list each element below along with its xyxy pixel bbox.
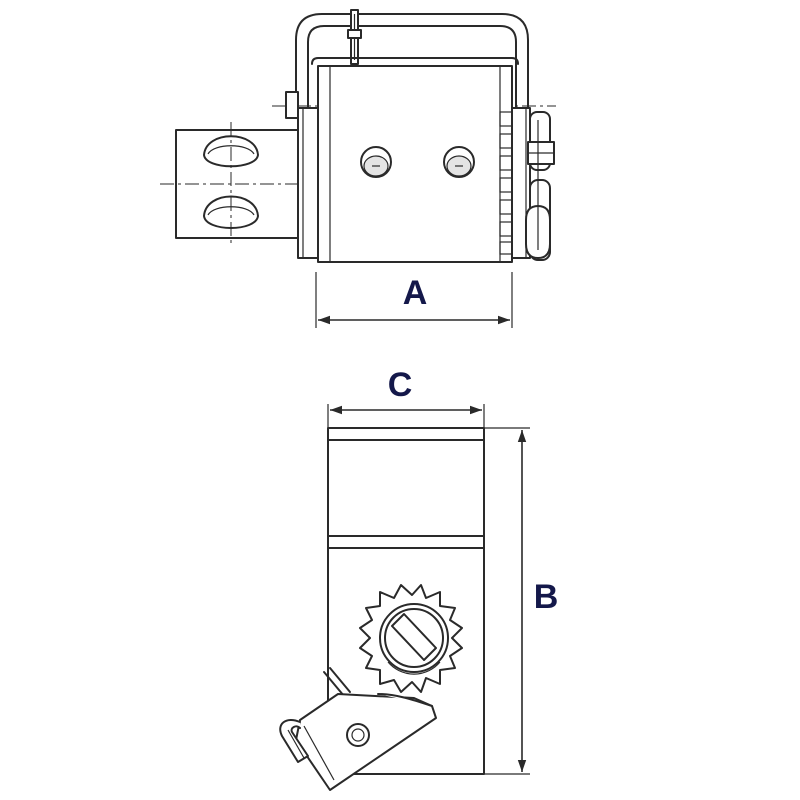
tube-hole-bottom	[203, 195, 259, 229]
top-view	[160, 9, 556, 263]
dimension-b-label: B	[534, 578, 559, 616]
main-block	[311, 57, 519, 263]
lever-handle	[279, 693, 437, 791]
handle-loop	[295, 13, 529, 109]
dimension-b: B	[484, 427, 559, 775]
pawl-spring	[323, 667, 351, 697]
dimension-a-label: A	[403, 274, 428, 312]
side-view	[279, 427, 485, 791]
spring-pin	[347, 9, 362, 65]
slotted-screw	[384, 608, 444, 668]
block-hole-left	[360, 146, 392, 178]
dimension-a: A	[315, 272, 513, 328]
dimension-c: C	[327, 366, 485, 428]
dimension-c-label: C	[388, 366, 413, 404]
side-latch	[525, 111, 555, 261]
side-tube	[175, 129, 301, 239]
block-hole-right	[443, 146, 475, 178]
